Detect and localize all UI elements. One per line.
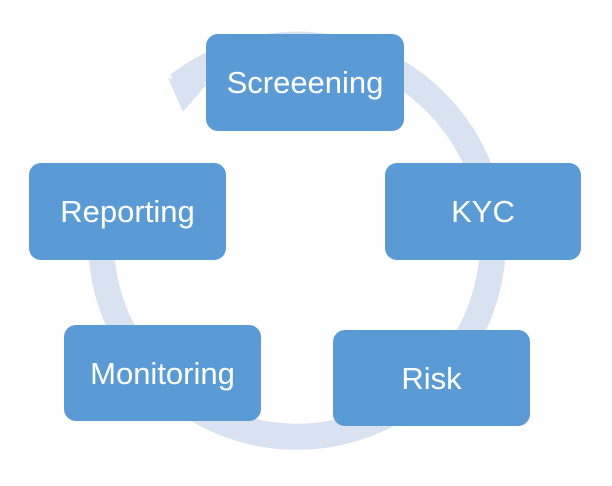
stage-kyc-label: KYC — [451, 194, 515, 229]
stage-risk-label: Risk — [401, 360, 462, 396]
stage-screening-label: Screeening — [226, 65, 384, 100]
stage-screening: Screeening — [206, 34, 404, 131]
cycle-arrowhead-icon — [168, 78, 207, 112]
stage-monitoring: Monitoring — [64, 325, 261, 421]
stage-kyc: KYC — [385, 163, 581, 260]
stage-risk: Risk — [333, 330, 530, 426]
stage-monitoring-label: Monitoring — [90, 355, 235, 391]
stage-reporting-label: Reporting — [60, 194, 195, 229]
stage-reporting: Reporting — [29, 163, 226, 260]
